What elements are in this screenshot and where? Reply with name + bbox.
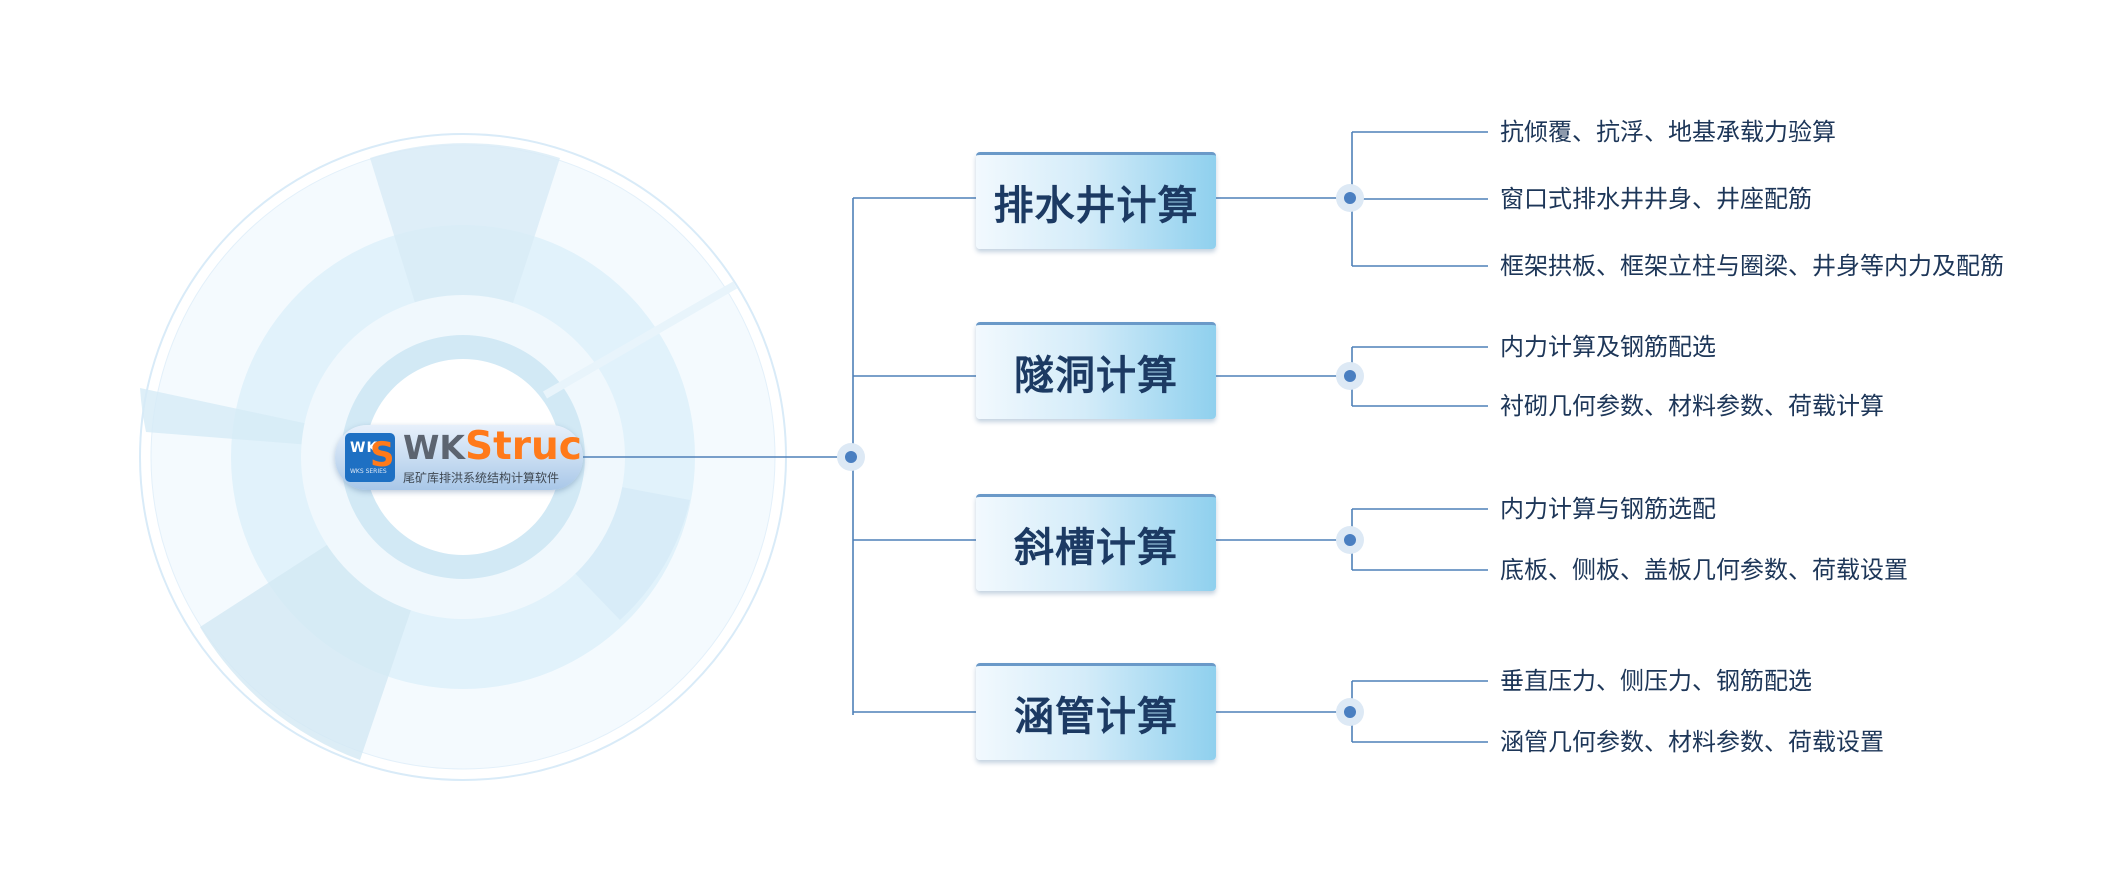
logo-wordmark-prefix: WK xyxy=(403,428,465,467)
detail-item: 窗口式排水井井身、井座配筋 xyxy=(1500,185,1812,213)
detail-item: 涵管几何参数、材料参数、荷载设置 xyxy=(1500,728,1884,756)
branch-card-tunnel: 隧洞计算 xyxy=(976,322,1216,419)
branch-node xyxy=(1344,370,1356,382)
logo-badge-caption: WKS SERIES xyxy=(350,468,387,475)
detail-item: 内力计算及钢筋配选 xyxy=(1500,333,1716,361)
branch-label: 涵管计算 xyxy=(1014,694,1178,740)
wkstruc-logo: WK S WKS SERIES WKStruc 尾矿库排洪系统结构计算软件 xyxy=(335,425,583,490)
logo-badge-s: S xyxy=(370,435,395,475)
branch-node xyxy=(1344,706,1356,718)
detail-item: 内力计算与钢筋选配 xyxy=(1500,495,1716,523)
branch-card-drainage-well: 排水井计算 xyxy=(976,152,1216,249)
detail-item: 底板、侧板、盖板几何参数、荷载设置 xyxy=(1500,556,1908,584)
logo-subtitle: 尾矿库排洪系统结构计算软件 xyxy=(403,471,560,485)
branch-node xyxy=(1344,192,1356,204)
branch-label: 斜槽计算 xyxy=(1014,525,1178,571)
branch-card-chute: 斜槽计算 xyxy=(976,494,1216,591)
branch-card-culvert: 涵管计算 xyxy=(976,663,1216,760)
branch-label: 排水井计算 xyxy=(993,183,1199,229)
connector-lines xyxy=(583,131,1488,743)
detail-item: 框架拱板、框架立柱与圈梁、井身等内力及配筋 xyxy=(1500,252,2004,280)
logo-wordmark: WKStruc xyxy=(403,425,582,476)
logo-badge-letters: WK xyxy=(350,440,379,456)
logo-badge-icon: WK S WKS SERIES xyxy=(345,433,395,482)
branch-label: 隧洞计算 xyxy=(1014,353,1178,399)
detail-item: 衬砌几何参数、材料参数、荷载计算 xyxy=(1500,392,1884,420)
detail-item: 垂直压力、侧压力、钢筋配选 xyxy=(1500,667,1812,695)
hub-node xyxy=(845,451,857,463)
detail-item: 抗倾覆、抗浮、地基承载力验算 xyxy=(1500,118,1836,146)
logo-wordmark-suffix: Struc xyxy=(464,424,582,469)
branch-node xyxy=(1344,534,1356,546)
